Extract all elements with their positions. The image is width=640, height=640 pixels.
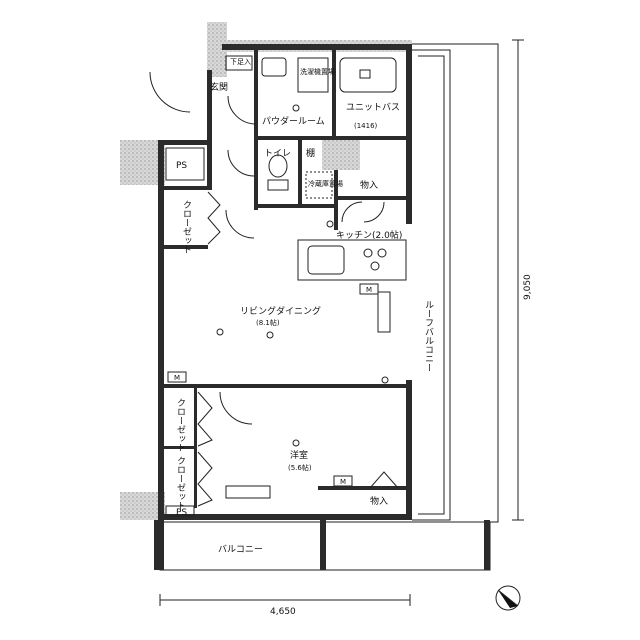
kitchen-counter bbox=[297, 239, 407, 281]
wall-powder-bottom bbox=[254, 136, 406, 140]
washer-space bbox=[297, 57, 329, 93]
balcony-divider-mid bbox=[320, 520, 326, 570]
ceiling-light-2 bbox=[216, 328, 224, 336]
wall-entrance-left bbox=[207, 70, 212, 190]
wall-closet-divider bbox=[164, 446, 196, 449]
ceiling-light-3 bbox=[292, 439, 300, 447]
closet-doors-2 bbox=[197, 451, 213, 507]
wall-powder-left bbox=[254, 50, 258, 210]
m-marker-western bbox=[333, 475, 353, 487]
label-shelf: 棚 bbox=[306, 147, 315, 159]
door-living bbox=[225, 209, 255, 239]
wall-storage-bottom bbox=[334, 196, 406, 200]
ceiling-light-1 bbox=[266, 331, 274, 339]
stove-burner-1 bbox=[363, 248, 373, 258]
toilet-bowl bbox=[268, 154, 288, 178]
western-shelf bbox=[225, 485, 271, 499]
wall-storage2-top bbox=[318, 486, 406, 490]
closet-doors-1 bbox=[197, 391, 213, 447]
door-entrance bbox=[149, 71, 191, 113]
m-marker-kitchen-label: M bbox=[366, 286, 372, 294]
label-powder: パウダールーム bbox=[262, 115, 325, 127]
wall-closet-bottom bbox=[164, 245, 208, 249]
door-western bbox=[219, 391, 253, 425]
stove-burner-2 bbox=[377, 248, 387, 258]
m-marker-living bbox=[167, 371, 187, 383]
shoe-shelf bbox=[225, 55, 253, 71]
wall-toilet-right bbox=[298, 140, 302, 206]
label-ps-bottom: PS bbox=[176, 508, 187, 518]
ps-box-top bbox=[165, 147, 205, 181]
label-washer: 洗濯機置場 bbox=[300, 67, 335, 76]
label-living: リビングダイニング bbox=[240, 305, 321, 317]
wall-living-bottom bbox=[164, 384, 406, 388]
wall-closet-top bbox=[164, 186, 208, 190]
label-closet-1: クローゼット bbox=[175, 398, 186, 452]
roof-balcony-outer bbox=[412, 43, 499, 523]
balcony-divider-right bbox=[484, 520, 490, 570]
wall-closet-right bbox=[194, 388, 197, 508]
toilet-tank bbox=[267, 179, 289, 191]
storage-bottom-door bbox=[369, 471, 399, 489]
label-unit-bath: ユニットバス bbox=[346, 102, 400, 113]
wall-bottom bbox=[158, 514, 412, 520]
ps-box-bottom bbox=[165, 505, 195, 517]
label-living-size: (8.1帖) bbox=[256, 318, 280, 327]
wall-right-upper bbox=[406, 44, 412, 224]
label-ps-top: PS bbox=[176, 161, 187, 171]
door-storage-2 bbox=[363, 201, 385, 223]
dim-height-label: 9,050 bbox=[523, 274, 533, 300]
hatched-wall-bottom-left bbox=[120, 492, 165, 520]
label-closet-2: クローゼット bbox=[175, 456, 186, 510]
label-unit-bath-size: (1416) bbox=[354, 122, 378, 130]
ceiling-light-5 bbox=[381, 376, 389, 384]
m-marker-western-label: M bbox=[340, 478, 346, 486]
label-shoes: 下足入 bbox=[230, 58, 251, 66]
stove-burner-3 bbox=[370, 261, 380, 271]
wall-left-cap bbox=[158, 140, 212, 145]
roof-balcony-outline bbox=[412, 49, 451, 521]
dim-width-label: 4,650 bbox=[270, 607, 296, 617]
label-storage-top: 物入 bbox=[360, 179, 378, 191]
door-toilet bbox=[227, 149, 255, 177]
compass-north-arrow bbox=[495, 585, 521, 611]
wall-bath-left bbox=[332, 50, 336, 140]
ceiling-light-6 bbox=[326, 220, 334, 228]
label-closet-top: クローゼット bbox=[181, 200, 192, 254]
label-genkan: 玄関 bbox=[210, 81, 228, 93]
wall-top bbox=[222, 44, 412, 50]
hatched-wall-mid bbox=[322, 140, 360, 170]
door-storage bbox=[341, 201, 363, 223]
hatched-wall-top-left bbox=[207, 22, 227, 77]
bathtub bbox=[339, 57, 397, 93]
label-western: 洋室 bbox=[290, 449, 308, 461]
wall-left-upper bbox=[158, 140, 164, 520]
label-fridge: 冷蔵庫置場 bbox=[308, 179, 343, 188]
closet-doors-top bbox=[207, 191, 221, 245]
label-kitchen: キッチン(2.0帖) bbox=[336, 229, 402, 241]
balcony-divider-left bbox=[154, 520, 164, 570]
wall-hall-bottom bbox=[254, 204, 334, 208]
m-marker-kitchen bbox=[359, 283, 379, 295]
roof-balcony-outline-inner bbox=[418, 55, 445, 515]
label-roof-balcony: ルーフバルコニー bbox=[423, 300, 434, 372]
label-balcony: バルコニー bbox=[218, 544, 263, 555]
hatched-wall-left bbox=[120, 140, 165, 185]
fridge-space bbox=[305, 171, 333, 199]
label-western-size: (5.6帖) bbox=[288, 463, 312, 472]
wall-right-lower bbox=[406, 380, 412, 520]
living-shelf bbox=[377, 291, 391, 333]
label-toilet: トイレ bbox=[264, 149, 291, 159]
bath-faucet bbox=[359, 69, 371, 79]
ceiling-light-4 bbox=[292, 104, 300, 112]
kitchen-sink bbox=[307, 245, 345, 275]
washbasin bbox=[261, 57, 287, 77]
label-storage-bottom: 物入 bbox=[370, 495, 388, 507]
m-marker-living-label: M bbox=[174, 374, 180, 382]
door-powder bbox=[227, 95, 257, 125]
